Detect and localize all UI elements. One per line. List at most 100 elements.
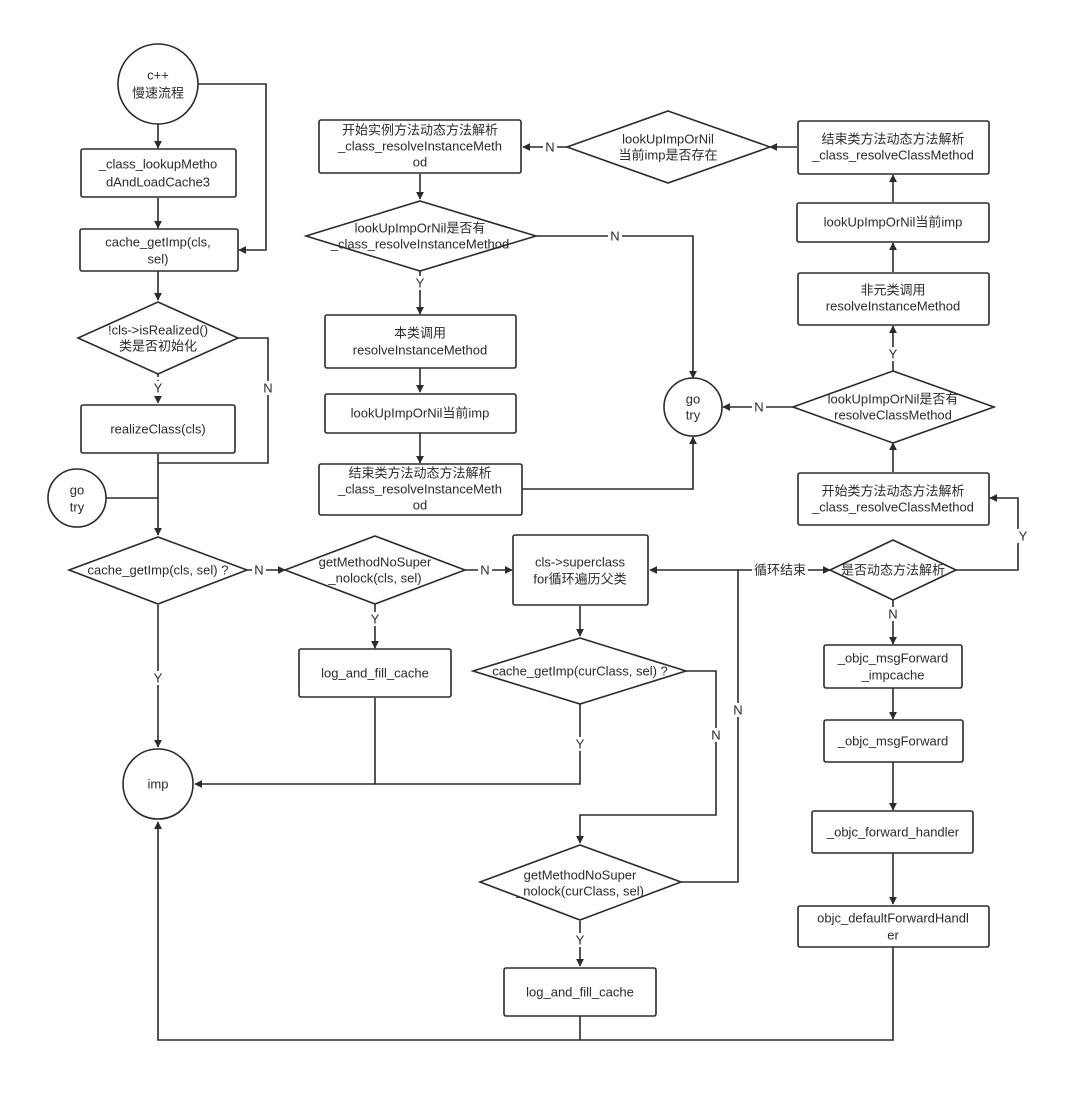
node-go-try-mid: go try [663, 377, 723, 437]
svg-text:objc_defaultForwardHandl: objc_defaultForwardHandl [817, 911, 969, 926]
svg-text:Y: Y [371, 612, 380, 627]
node-superclass-loop: cls->superclass for循环遍历父类 [512, 534, 649, 606]
edge-label-gm1-n: N [478, 563, 492, 578]
svg-text:getMethodNoSuper: getMethodNoSuper [524, 868, 637, 883]
svg-text:cache_getImp(curClass, sel) ?: cache_getImp(curClass, sel) ? [492, 664, 668, 679]
node-c-slow: c++ 慢速流程 [117, 43, 199, 125]
svg-text:N: N [263, 381, 272, 396]
node-start-class-resolve: 开始类方法动态方法解析 _class_resolveClassMethod [797, 472, 990, 526]
svg-text:resolveClassMethod: resolveClassMethod [834, 408, 952, 423]
svg-text:Y: Y [154, 671, 163, 686]
svg-text:循环结束: 循环结束 [754, 563, 806, 578]
svg-text:realizeClass(cls): realizeClass(cls) [110, 422, 205, 437]
svg-text:N: N [254, 563, 263, 578]
node-cache-getimp-1: cache_getImp(cls, sel) [79, 228, 239, 272]
node-is-realized: !cls->isRealized() 类是否初始化 [76, 301, 240, 375]
node-msgforward-impcache: _objc_msgForward _impcache [823, 644, 963, 689]
svg-text:_nolock(cls, sel): _nolock(cls, sel) [327, 571, 421, 586]
svg-text:od: od [413, 155, 427, 170]
svg-text:_nolock(curClass, sel): _nolock(curClass, sel) [515, 884, 644, 899]
svg-text:lookUpImpOrNil: lookUpImpOrNil [622, 132, 714, 147]
node-lookup-exists-q: lookUpImpOrNil 当前imp是否存在 [564, 110, 773, 184]
svg-text:try: try [70, 500, 85, 515]
node-lookup-instance-q: lookUpImpOrNil是否有 _class_resolveInstance… [303, 200, 539, 272]
node-lookup-current-1: lookUpImpOrNil当前imp [324, 393, 517, 434]
svg-text:Y: Y [576, 933, 585, 948]
edge-label-gmcur-n: N [731, 703, 745, 718]
edge-label-cache2-n: N [252, 563, 266, 578]
node-realize-class: realizeClass(cls) [80, 404, 236, 454]
svg-text:lookUpImpOrNil当前imp: lookUpImpOrNil当前imp [351, 406, 490, 421]
edge-instq-n [536, 235, 697, 379]
svg-text:_objc_forward_handler: _objc_forward_handler [826, 825, 960, 840]
edge-bottom-to-imp [154, 821, 894, 1041]
node-end-class-resolve: 结束类方法动态方法解析 _class_resolveClassMethod [797, 120, 990, 175]
edge-label-realized-n: N [261, 381, 275, 396]
edge-label-dyn-n: N [886, 607, 900, 622]
svg-text:_class_resolveInstanceMeth: _class_resolveInstanceMeth [337, 139, 502, 154]
node-msgforward: _objc_msgForward [823, 719, 964, 763]
edge-endinst-to-gotry [522, 436, 697, 490]
node-default-forward-handler: objc_defaultForwardHandl er [797, 905, 990, 948]
nodes: c++ 慢速流程 go try imp go try _class_lookup… [47, 43, 997, 1017]
svg-text:慢速流程: 慢速流程 [132, 86, 184, 101]
edge-label-gm1-y: Y [368, 612, 382, 627]
edge-label-gmcur-y: Y [573, 933, 587, 948]
node-lookup-current-2: lookUpImpOrNil当前imp [796, 202, 990, 243]
svg-text:是否动态方法解析: 是否动态方法解析 [841, 563, 945, 578]
svg-text:结束类方法动态方法解析: 结束类方法动态方法解析 [348, 466, 491, 481]
svg-text:_class_resolveClassMethod: _class_resolveClassMethod [811, 500, 974, 515]
edge-cachecur-n [576, 670, 717, 844]
node-cache-getimp-2: cache_getImp(cls, sel) ? [66, 536, 250, 605]
node-log-fill-2: log_and_fill_cache [503, 967, 657, 1017]
svg-text:_class_resolveInstanceMeth: _class_resolveInstanceMeth [337, 482, 502, 497]
svg-text:go: go [70, 483, 84, 498]
svg-text:imp: imp [148, 777, 169, 792]
node-start-instance-resolve: 开始实例方法动态方法解析 _class_resolveInstanceMeth … [318, 119, 522, 174]
svg-text:_objc_msgForward: _objc_msgForward [837, 651, 949, 666]
svg-text:Y: Y [154, 381, 163, 396]
svg-text:Y: Y [576, 737, 585, 752]
svg-text:_class_lookupMetho: _class_lookupMetho [98, 157, 218, 172]
svg-text:lookUpImpOrNil是否有: lookUpImpOrNil是否有 [828, 392, 959, 407]
edge-label-class-q-n: N [752, 400, 766, 415]
svg-text:dAndLoadCache3: dAndLoadCache3 [106, 175, 210, 190]
svg-text:log_and_fill_cache: log_and_fill_cache [321, 666, 429, 681]
svg-text:N: N [545, 140, 554, 155]
svg-text:本类调用: 本类调用 [394, 326, 446, 341]
svg-text:getMethodNoSuper: getMethodNoSuper [319, 555, 432, 570]
node-lookup-cache3: _class_lookupMetho dAndLoadCache3 [80, 148, 237, 198]
node-cache-getimp-cur: cache_getImp(curClass, sel) ? [470, 637, 689, 705]
edge-realized-n [158, 337, 269, 464]
svg-text:Y: Y [889, 347, 898, 362]
svg-text:try: try [686, 408, 701, 423]
edge-label-loop-end: 循环结束 [752, 562, 808, 578]
svg-text:lookUpImpOrNil当前imp: lookUpImpOrNil当前imp [824, 215, 963, 230]
edge-label-cache2-y: Y [151, 671, 165, 686]
svg-text:od: od [413, 498, 427, 513]
svg-text:Y: Y [1019, 529, 1028, 544]
svg-text:go: go [686, 392, 700, 407]
edge-gmcur-n [649, 566, 739, 883]
svg-text:开始实例方法动态方法解析: 开始实例方法动态方法解析 [342, 123, 498, 138]
svg-text:开始类方法动态方法解析: 开始类方法动态方法解析 [821, 484, 964, 499]
edge-label-inst-q-n: N [608, 229, 622, 244]
svg-text:_class_resolveInstanceMethod: _class_resolveInstanceMethod [330, 237, 510, 252]
node-end-instance-resolve: 结束类方法动态方法解析 _class_resolveInstanceMeth o… [318, 463, 523, 516]
svg-text:非元类调用: 非元类调用 [860, 283, 925, 298]
svg-text:N: N [610, 229, 619, 244]
edge-labels: Y N N Y N Y Y N Y N 循环结束 Y N Y N N Y N [151, 140, 1030, 948]
svg-text:c++: c++ [147, 68, 169, 83]
svg-text:当前imp是否存在: 当前imp是否存在 [619, 148, 718, 163]
svg-text:_objc_msgForward: _objc_msgForward [837, 734, 949, 749]
svg-text:N: N [888, 607, 897, 622]
svg-text:_impcache: _impcache [861, 668, 925, 683]
node-imp: imp [122, 748, 194, 820]
svg-text:_class_resolveClassMethod: _class_resolveClassMethod [811, 148, 974, 163]
node-lookup-class-q: lookUpImpOrNil是否有 resolveClassMethod [790, 370, 997, 444]
svg-text:lookUpImpOrNil是否有: lookUpImpOrNil是否有 [355, 221, 486, 236]
svg-text:N: N [711, 728, 720, 743]
node-dynamic-resolve-q: 是否动态方法解析 [828, 539, 958, 601]
node-log-fill-1: log_and_fill_cache [298, 648, 452, 698]
